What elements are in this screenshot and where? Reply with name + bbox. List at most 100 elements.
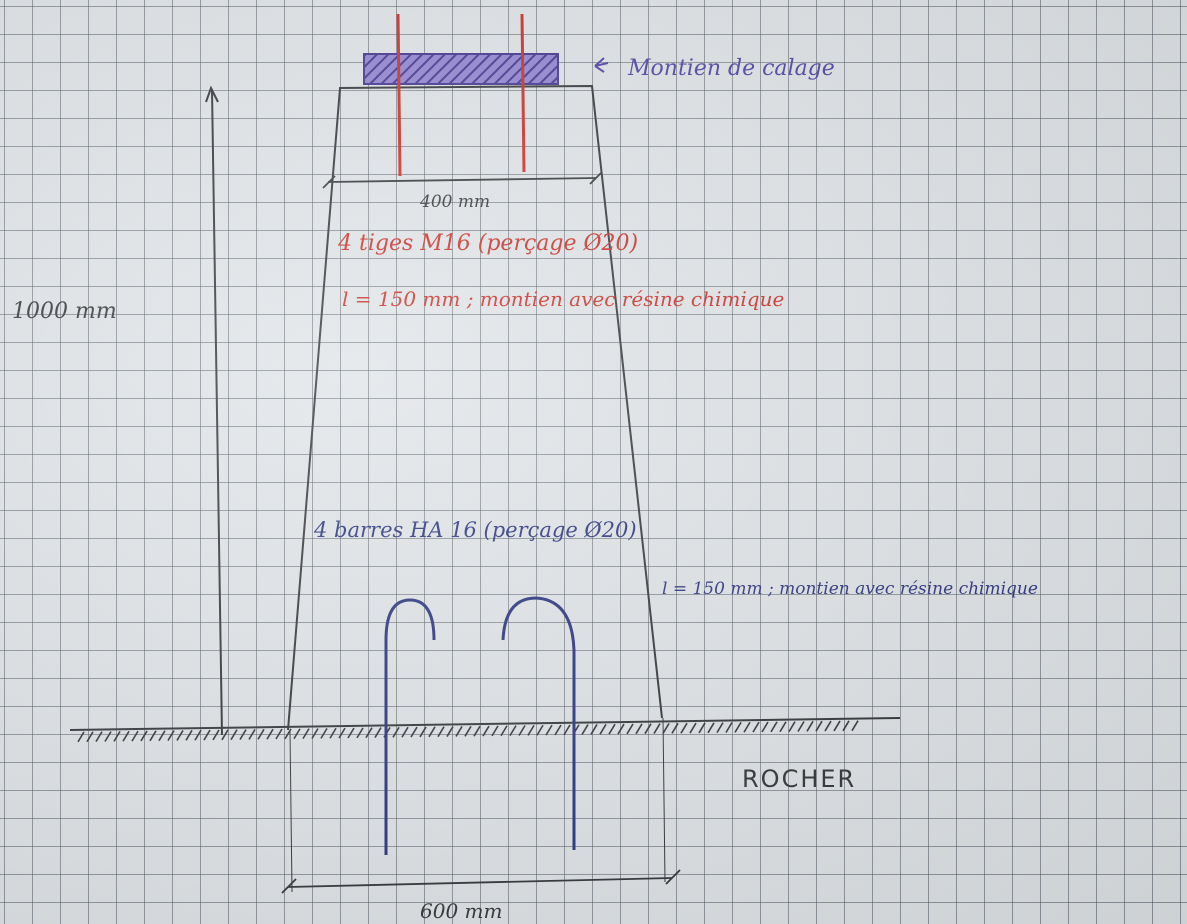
ground-hatch-stroke: [392, 726, 400, 738]
ground-hatch-stroke: [671, 722, 679, 734]
barres-length-label: l = 150 mm ; montien avec résine chimiqu…: [662, 579, 1038, 599]
ground-hatch-stroke: [104, 731, 112, 742]
ground-hatch-stroke: [374, 727, 382, 739]
barre-right: [501, 596, 576, 850]
ground-hatch-stroke: [743, 721, 751, 733]
ground-hatch-stroke: [680, 722, 688, 734]
ground-hatch-stroke: [815, 720, 823, 732]
ground-hatch-stroke: [770, 721, 778, 733]
calage-arrow: [594, 57, 609, 73]
ground-hatch-stroke: [212, 729, 220, 741]
ground-hatch-stroke: [734, 721, 742, 733]
ground-hatch-stroke: [347, 727, 355, 739]
ground-hatch-stroke: [626, 723, 634, 735]
ground-hatch-stroke: [203, 729, 211, 741]
ground-hatch-stroke: [356, 727, 364, 739]
ground-hatch-stroke: [221, 729, 229, 741]
ground-hatch-stroke: [518, 725, 526, 736]
ground-hatch-stroke: [446, 726, 454, 737]
ground-hatch-stroke: [455, 726, 463, 737]
ground-hatch-stroke: [266, 728, 274, 740]
ground-hatch-stroke: [608, 723, 616, 735]
ground-hatch-stroke: [77, 731, 85, 743]
ground-hatch-stroke: [194, 729, 202, 741]
height-arrow-head: [205, 85, 219, 103]
ground-hatch-stroke: [491, 725, 499, 737]
top-width-tick-left: [322, 175, 336, 189]
ground-hatch-stroke: [500, 725, 508, 737]
ground-hatch-stroke: [257, 728, 265, 740]
top-width-dimension-line: [327, 177, 597, 183]
tiges-length-label: l = 150 mm ; montien avec résine chimiqu…: [342, 287, 784, 311]
ground-hatch-stroke: [365, 727, 373, 739]
ground-hatch-stroke: [590, 724, 598, 735]
ground-hatch-stroke: [419, 726, 427, 738]
tige-right: [520, 13, 526, 173]
ground-hatch-stroke: [122, 730, 130, 742]
ground-hatch-stroke: [536, 724, 544, 736]
rocher-label: ROCHER: [742, 765, 856, 793]
bottom-width-tick-left: [281, 878, 297, 894]
calage-label: Montien de calage: [627, 56, 835, 81]
ground-hatch-stroke: [509, 725, 517, 737]
ground-hatch-stroke: [851, 720, 859, 732]
top-width-tick-right: [589, 171, 603, 185]
ground-hatch-stroke: [563, 724, 571, 736]
ground-hatch-stroke: [482, 725, 490, 737]
ground-hatch-stroke: [176, 730, 184, 741]
ground-hatch-stroke: [662, 723, 670, 734]
ground-hatch-stroke: [140, 730, 148, 742]
ground-hatch-stroke: [806, 720, 814, 732]
ground-hatch-stroke: [473, 725, 481, 737]
ground-hatch-stroke: [725, 722, 733, 733]
ground-hatch-stroke: [842, 720, 850, 732]
top-width-label: 400 mm: [419, 192, 490, 212]
ground-hatch-stroke: [248, 729, 256, 740]
ground-hatch-stroke: [788, 721, 796, 733]
ground-hatch-stroke: [329, 727, 337, 739]
ground-hatch-stroke: [779, 721, 787, 733]
ground-hatch-stroke: [653, 723, 661, 734]
calage-plate: [363, 53, 559, 85]
ground-hatch-stroke: [464, 725, 472, 737]
ground-hatch-stroke: [581, 724, 589, 736]
ground-hatch-stroke: [689, 722, 697, 734]
ground-hatch-stroke: [158, 730, 166, 742]
ground-hatch-stroke: [437, 726, 445, 738]
ground-hatch-stroke: [428, 726, 436, 738]
ground-hatch-stroke: [752, 721, 760, 733]
tige-left: [396, 13, 402, 177]
ground-hatch-stroke: [131, 730, 139, 742]
ground-hatching: [77, 720, 859, 743]
ground-hatch-stroke: [761, 721, 769, 733]
ground-hatch-stroke: [644, 723, 652, 735]
tiges-label: 4 tiges M16 (perçage Ø20): [337, 231, 638, 256]
ground-hatch-stroke: [275, 728, 283, 740]
ground-hatch-stroke: [554, 724, 562, 736]
ground-hatch-stroke: [95, 731, 103, 743]
ground-hatch-stroke: [707, 722, 715, 734]
ground-hatch-stroke: [635, 723, 643, 735]
ground-hatch-stroke: [527, 724, 535, 736]
ground-hatch-stroke: [230, 729, 238, 741]
ground-hatch-stroke: [410, 726, 418, 738]
guide-line-left: [289, 729, 293, 893]
guide-line-right: [662, 717, 666, 883]
ground-hatch-stroke: [401, 726, 409, 738]
height-label: 1000 mm: [12, 299, 117, 324]
ground-hatch-stroke: [293, 728, 301, 740]
ground-hatch-stroke: [302, 728, 310, 740]
bottom-width-dimension-line: [287, 877, 673, 888]
ground-hatch-stroke: [86, 731, 94, 743]
pedestal-outline: [287, 84, 663, 731]
ground-hatch-stroke: [338, 727, 346, 739]
ground-hatch-stroke: [698, 722, 706, 734]
ground-hatch-stroke: [617, 723, 625, 735]
bottom-width-label: 600 mm: [420, 899, 502, 923]
ground-hatch-stroke: [824, 720, 832, 732]
bottom-width-tick-right: [665, 869, 681, 885]
ground-hatch-stroke: [545, 724, 553, 736]
ground-hatch-stroke: [149, 730, 157, 742]
